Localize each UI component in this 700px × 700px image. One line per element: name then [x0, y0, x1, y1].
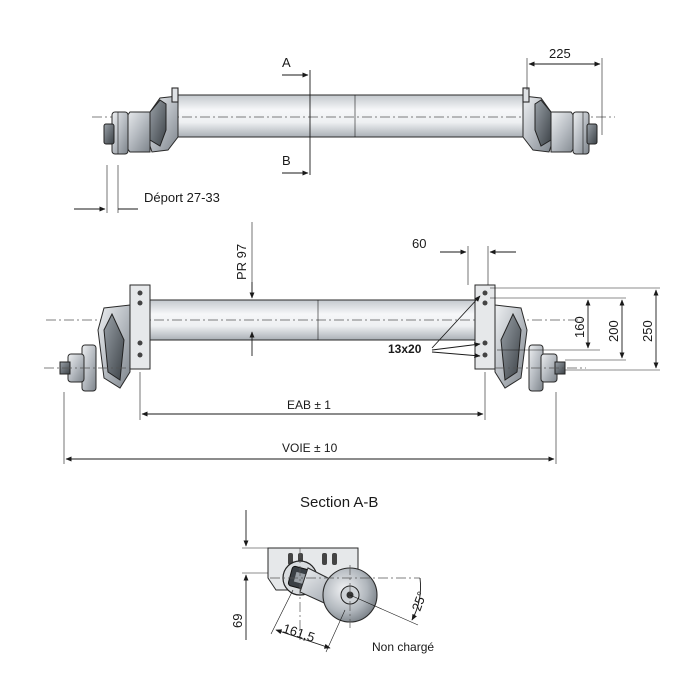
deport-label: Déport 27-33: [144, 190, 220, 205]
hole-label: 13x20: [388, 342, 422, 356]
section-mark-b: B: [282, 153, 291, 168]
section-title: Section A-B: [300, 494, 378, 511]
eab-label: EAB ± 1: [287, 398, 331, 412]
dim-250: 250: [640, 320, 655, 342]
status-label: Non chargé: [372, 640, 434, 654]
left-bracket-plate: [44, 284, 151, 392]
voie-label: VOIE ± 10: [282, 441, 338, 455]
top-right-hub: [522, 87, 598, 155]
front-view: PR 97 60 160 200 250 13x20 EAB ± 1 VO: [44, 222, 660, 464]
right-bracket-plate: [474, 284, 586, 392]
top-view: A B 225 Déport 27-33: [74, 46, 615, 213]
dim-160: 160: [572, 316, 587, 338]
dim-69: 69: [230, 614, 245, 628]
angle-label: 25°: [409, 589, 430, 613]
pr-97-label: PR 97: [234, 244, 249, 280]
section-mark-a: A: [282, 55, 291, 70]
top-left-hub: [103, 87, 179, 155]
dim-161-5: 161,5: [281, 621, 317, 645]
section-view: Section A-B 69 161,5: [230, 494, 434, 654]
dim-200: 200: [606, 320, 621, 342]
dim-225: 225: [549, 46, 571, 61]
top-axle-tube: [177, 94, 524, 138]
dim-60: 60: [412, 236, 426, 251]
